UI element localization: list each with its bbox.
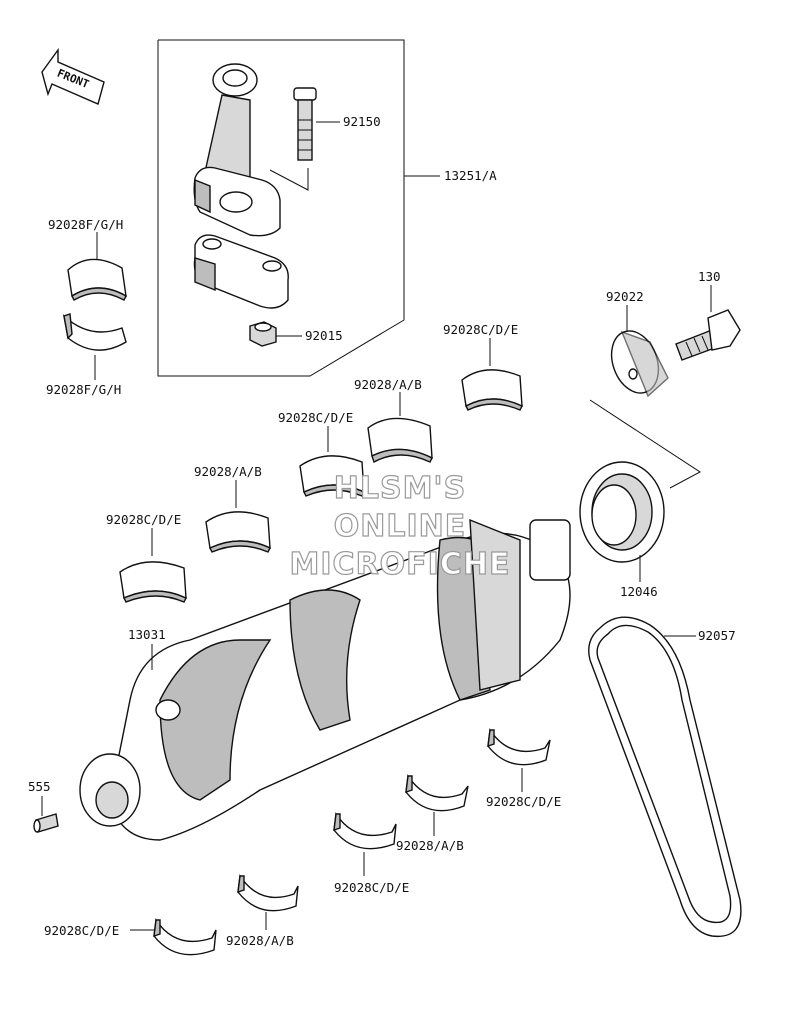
main-bearing-ab-3 xyxy=(405,774,469,812)
label-92028cde-5: 92028C/D/E xyxy=(334,880,409,895)
label-555: 555 xyxy=(28,779,51,794)
label-12046: 12046 xyxy=(620,584,658,599)
conrod-assembly-frame xyxy=(157,39,405,377)
watermark-line-1: HLSM'S xyxy=(334,471,466,506)
main-bearing-cde-1 xyxy=(461,369,523,411)
label-13251a: 13251/A xyxy=(444,168,497,183)
label-92028cde-3: 92028C/D/E xyxy=(106,512,181,527)
bolt-130 xyxy=(675,309,741,361)
conrod-bearing-upper xyxy=(67,258,127,301)
label-13031: 13031 xyxy=(128,627,166,642)
label-92028cde-4: 92028C/D/E xyxy=(486,794,561,809)
main-bearing-ab-2 xyxy=(205,511,271,553)
label-92028ab-3: 92028/A/B xyxy=(396,838,464,853)
main-bearing-cde-4 xyxy=(487,728,551,766)
label-130: 130 xyxy=(698,269,721,284)
main-bearing-ab-1 xyxy=(367,417,433,464)
label-92057: 92057 xyxy=(698,628,736,643)
connecting-rod xyxy=(193,63,281,237)
conrod-nut xyxy=(249,321,277,347)
label-92028ab-2: 92028/A/B xyxy=(194,464,262,479)
label-92150: 92150 xyxy=(343,114,381,129)
main-bearing-cde-3 xyxy=(119,561,187,603)
main-bearing-cde-2 xyxy=(299,455,365,497)
label-92022: 92022 xyxy=(606,289,644,304)
dowel-pin xyxy=(33,813,59,833)
watermark-line-2: ONLINE xyxy=(334,509,467,544)
label-92028ab-4: 92028/A/B xyxy=(226,933,294,948)
label-92028ab-1: 92028/A/B xyxy=(354,377,422,392)
conrod-bolt xyxy=(293,87,317,161)
gear-12046 xyxy=(579,461,665,563)
main-bearing-ab-4 xyxy=(237,874,299,912)
main-bearing-cde-6 xyxy=(153,918,217,956)
label-92028cde-1: 92028C/D/E xyxy=(443,322,518,337)
label-92028fgh-bottom: 92028F/G/H xyxy=(46,382,121,397)
main-bearing-cde-5 xyxy=(333,812,397,850)
conrod-bearing-lower xyxy=(62,313,127,351)
crankshaft xyxy=(79,518,571,841)
label-92028cde-6: 92028C/D/E xyxy=(44,923,119,938)
label-92028cde-2: 92028C/D/E xyxy=(278,410,353,425)
label-92015: 92015 xyxy=(305,328,343,343)
conrod-cap xyxy=(193,234,289,309)
cam-chain xyxy=(588,616,742,938)
label-92028fgh-top: 92028F/G/H xyxy=(48,217,123,232)
washer-92022 xyxy=(610,330,669,398)
front-arrow-icon: FRONT xyxy=(41,47,105,105)
watermark-line-3: MICROFICHE xyxy=(290,547,511,582)
